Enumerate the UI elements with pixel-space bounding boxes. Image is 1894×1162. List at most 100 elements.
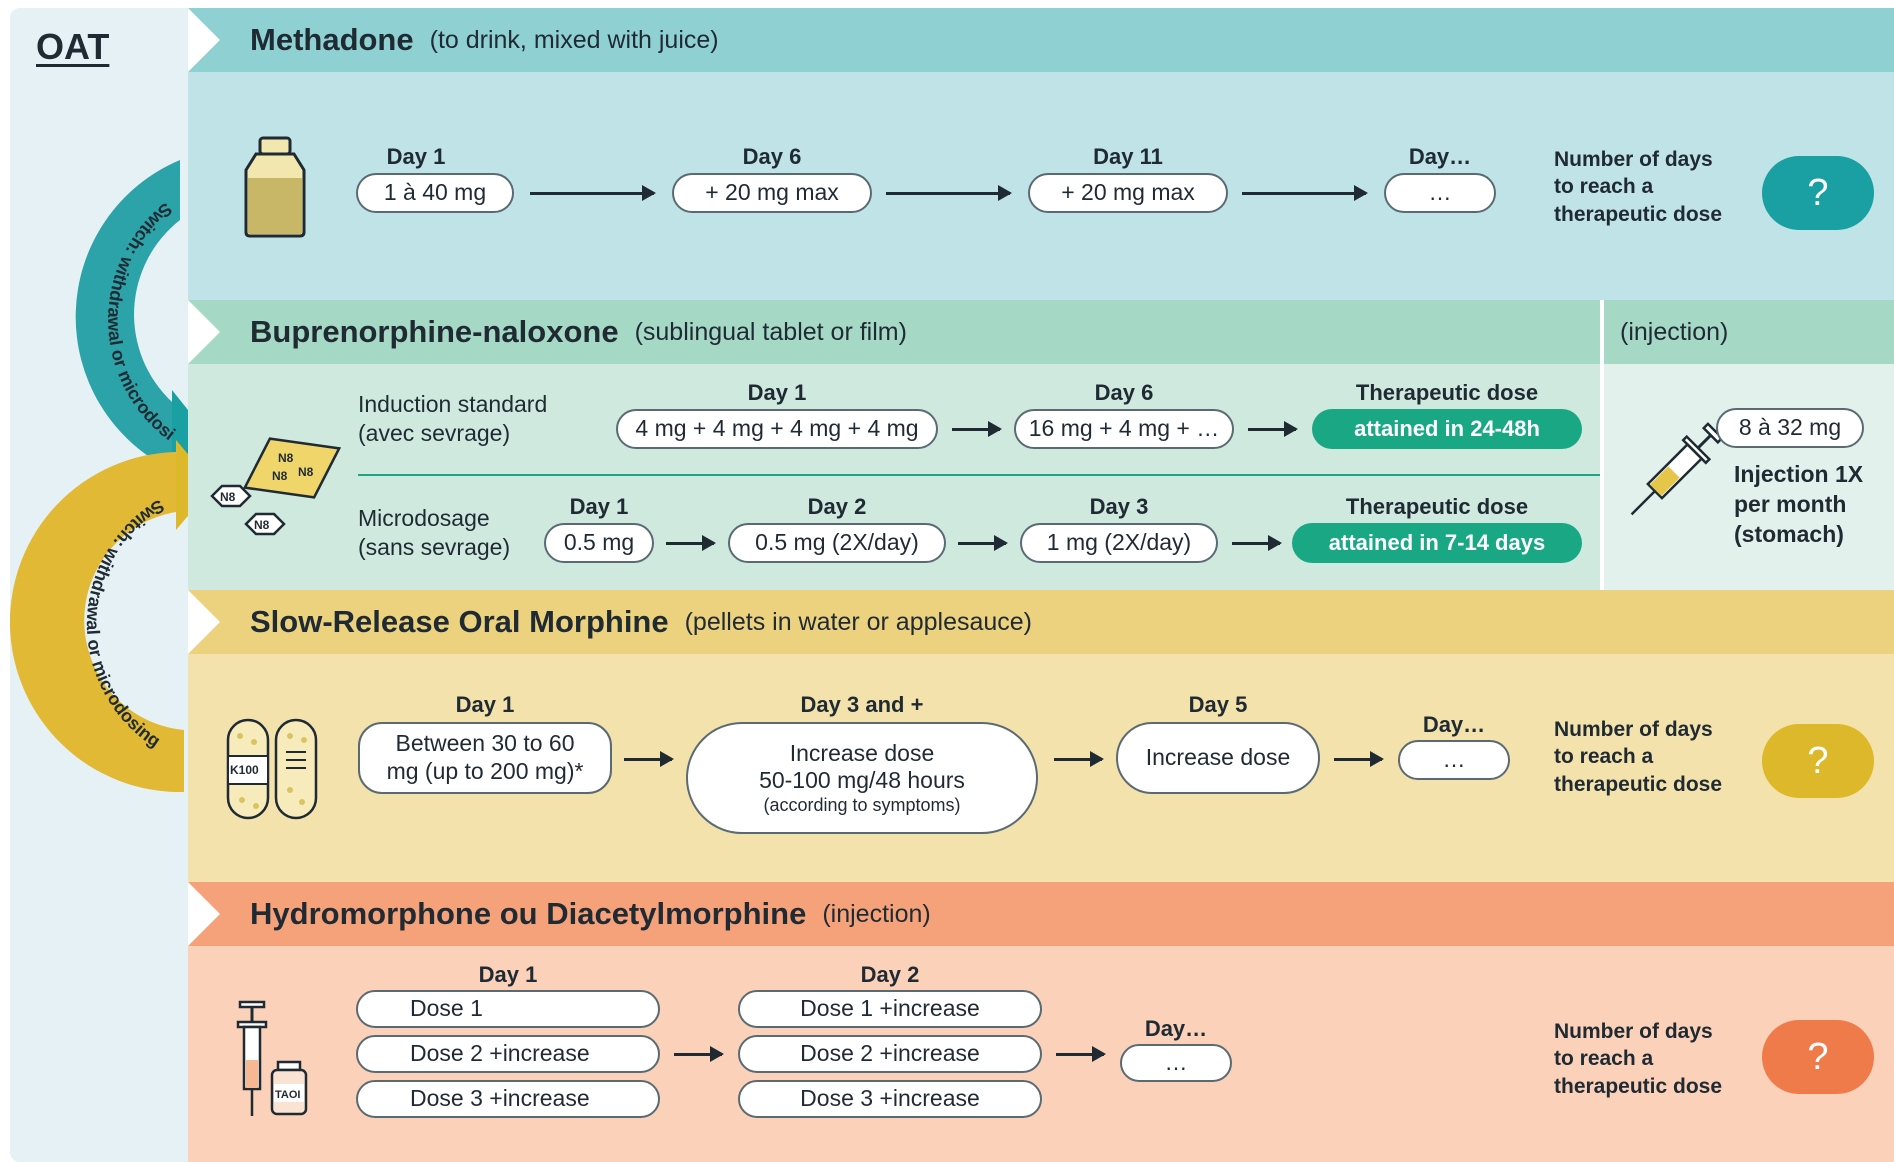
chevron-icon	[188, 300, 220, 364]
methadone-days-label: Number of days to reach a therapeutic do…	[1554, 148, 1723, 226]
hydro-day-1: Day 1	[478, 962, 538, 987]
switch-arcs: Switch: withdrawal or microdosing Switch…	[0, 140, 214, 793]
hydro-days-label: Number of days to reach a therapeutic do…	[1554, 1020, 1723, 1098]
arrow-icon	[530, 185, 656, 201]
micro-dose-3: 1 mg (2X/day)	[1020, 523, 1218, 563]
morphine-day-1: Day 1	[455, 692, 515, 717]
micro-day-3: Day 3	[1089, 494, 1149, 519]
chevron-icon	[188, 882, 220, 946]
methadone-dose-2: + 20 mg max	[672, 173, 872, 213]
hydro-question-badge: ?	[1762, 1020, 1874, 1094]
arrow-icon	[1242, 185, 1368, 201]
buprenorphine-band: Buprenorphine-naloxone (sublingual table…	[188, 300, 1600, 364]
morphine-body: K100 Day 1 Between 30 to 60 mg (up to 20…	[188, 654, 1894, 882]
svg-text:N8: N8	[254, 518, 270, 532]
methadone-body: Day 1 1 à 40 mg Day 6 + 20 mg max Day 11…	[188, 72, 1894, 300]
micro-day-1: Day 1	[569, 494, 629, 519]
arrow-icon	[674, 1046, 724, 1062]
methadone-day-11: Day 11	[1093, 144, 1163, 169]
methadone-dose-next: …	[1384, 173, 1496, 213]
hydro-day1-dose-1: Dose 1	[356, 990, 660, 1028]
morphine-section: Slow-Release Oral Morphine (pellets in w…	[188, 590, 1894, 882]
morphine-dose-1: Between 30 to 60 mg (up to 200 mg)*	[358, 722, 612, 794]
methadone-subtitle: (to drink, mixed with juice)	[429, 25, 719, 54]
methadone-dose-3: + 20 mg max	[1028, 173, 1228, 213]
arrow-icon	[1054, 751, 1104, 767]
buprenorphine-subtitle: (sublingual tablet or film)	[634, 317, 907, 346]
divider	[358, 474, 1600, 476]
svg-text:N8: N8	[272, 469, 288, 483]
induction-dose-2: 16 mg + 4 mg + …	[1014, 409, 1234, 449]
hydro-title: Hydromorphone ou Diacetylmorphine	[250, 896, 807, 931]
hydro-section: Hydromorphone ou Diacetylmorphine (injec…	[188, 882, 1894, 1162]
arrow-icon	[886, 185, 1012, 201]
morphine-subtitle: (pellets in water or applesauce)	[684, 607, 1033, 636]
morphine-dose-next: …	[1398, 740, 1510, 780]
arrow-icon	[1334, 751, 1384, 767]
arrow-icon	[624, 751, 674, 767]
induction-dose-1: 4 mg + 4 mg + 4 mg + 4 mg	[616, 409, 938, 449]
morphine-dose-3: Increase dose	[1116, 722, 1320, 794]
arrow-icon	[1248, 421, 1298, 437]
arrow-icon	[1232, 535, 1282, 551]
induction-day-6: Day 6	[1094, 380, 1154, 405]
methadone-day-1: Day 1	[386, 144, 446, 169]
svg-text:N8: N8	[278, 451, 294, 465]
tablet-icon: N8 N8 N8 N8 N8	[210, 437, 342, 536]
induction-day-1: Day 1	[747, 380, 807, 405]
methadone-day-6: Day 6	[742, 144, 802, 169]
svg-text:N8: N8	[220, 490, 236, 504]
buprenorphine-body: N8 N8 N8 N8 N8 Induction standard (avec …	[188, 364, 1600, 590]
methadone-day-next: Day…	[1408, 144, 1472, 169]
morphine-question-badge: ?	[1762, 724, 1874, 798]
injection-desc: Injection 1X per month (stomach)	[1734, 461, 1864, 547]
induction-result-title: Therapeutic dose	[1355, 380, 1539, 405]
morphine-day-3: Day 3 and +	[800, 692, 924, 717]
capsule-icon: K100	[226, 718, 318, 820]
morphine-day-5: Day 5	[1188, 692, 1248, 717]
hydro-body: TAOI Day 1 Dose 1 Dose 2 +increase Dose …	[188, 946, 1894, 1162]
morphine-day-next: Day…	[1422, 712, 1486, 737]
hydro-day2-dose-3: Dose 3 +increase	[738, 1080, 1042, 1118]
methadone-band: Methadone (to drink, mixed with juice)	[188, 8, 1894, 72]
hydro-day-next: Day…	[1144, 1016, 1208, 1041]
hydro-day1-dose-2: Dose 2 +increase	[356, 1035, 660, 1073]
methadone-section: Methadone (to drink, mixed with juice) D…	[188, 8, 1894, 300]
switch-arc-top	[75, 160, 180, 470]
micro-dose-2: 0.5 mg (2X/day)	[728, 523, 946, 563]
injection-title: (injection)	[1620, 317, 1729, 346]
methadone-title: Methadone	[250, 22, 414, 57]
morphine-band: Slow-Release Oral Morphine (pellets in w…	[188, 590, 1894, 654]
arrow-icon	[1056, 1046, 1106, 1062]
hydro-day1-dose-3: Dose 3 +increase	[356, 1080, 660, 1118]
hydro-dose-next: …	[1120, 1044, 1232, 1082]
induction-label: Induction standard (avec sevrage)	[358, 391, 548, 446]
hydro-subtitle: (injection)	[822, 899, 931, 928]
morphine-dose-2: Increase dose 50-100 mg/48 hours (accord…	[686, 722, 1038, 834]
micro-day-2: Day 2	[807, 494, 867, 519]
buprenorphine-section: Buprenorphine-naloxone (sublingual table…	[188, 300, 1894, 590]
arrow-icon	[952, 421, 1002, 437]
chevron-icon	[188, 8, 220, 72]
micro-dose-1: 0.5 mg	[544, 523, 654, 563]
hydro-band: Hydromorphone ou Diacetylmorphine (injec…	[188, 882, 1894, 946]
micro-label: Microdosage (sans sevrage)	[358, 505, 511, 560]
injection-body: 8 à 32 mg Injection 1X per month (stomac…	[1600, 364, 1894, 590]
morphine-days-label: Number of days to reach a therapeutic do…	[1554, 718, 1723, 796]
hydro-day2-dose-2: Dose 2 +increase	[738, 1035, 1042, 1073]
svg-text:TAOI: TAOI	[275, 1089, 300, 1101]
arrow-icon	[666, 535, 716, 551]
syringe-icon	[1630, 422, 1724, 516]
svg-text:N8: N8	[298, 465, 314, 479]
oat-title: OAT	[36, 26, 110, 67]
switch-arc-bottom	[9, 452, 184, 793]
hydro-day-2: Day 2	[860, 962, 920, 987]
buprenorphine-title: Buprenorphine-naloxone	[250, 314, 619, 349]
hydro-day2-dose-1: Dose 1 +increase	[738, 990, 1042, 1028]
induction-result: attained in 24-48h	[1312, 409, 1582, 449]
micro-result-title: Therapeutic dose	[1345, 494, 1529, 519]
injection-dose: 8 à 32 mg	[1716, 408, 1864, 448]
methadone-dose-1: 1 à 40 mg	[356, 173, 514, 213]
bottle-icon	[244, 136, 306, 238]
